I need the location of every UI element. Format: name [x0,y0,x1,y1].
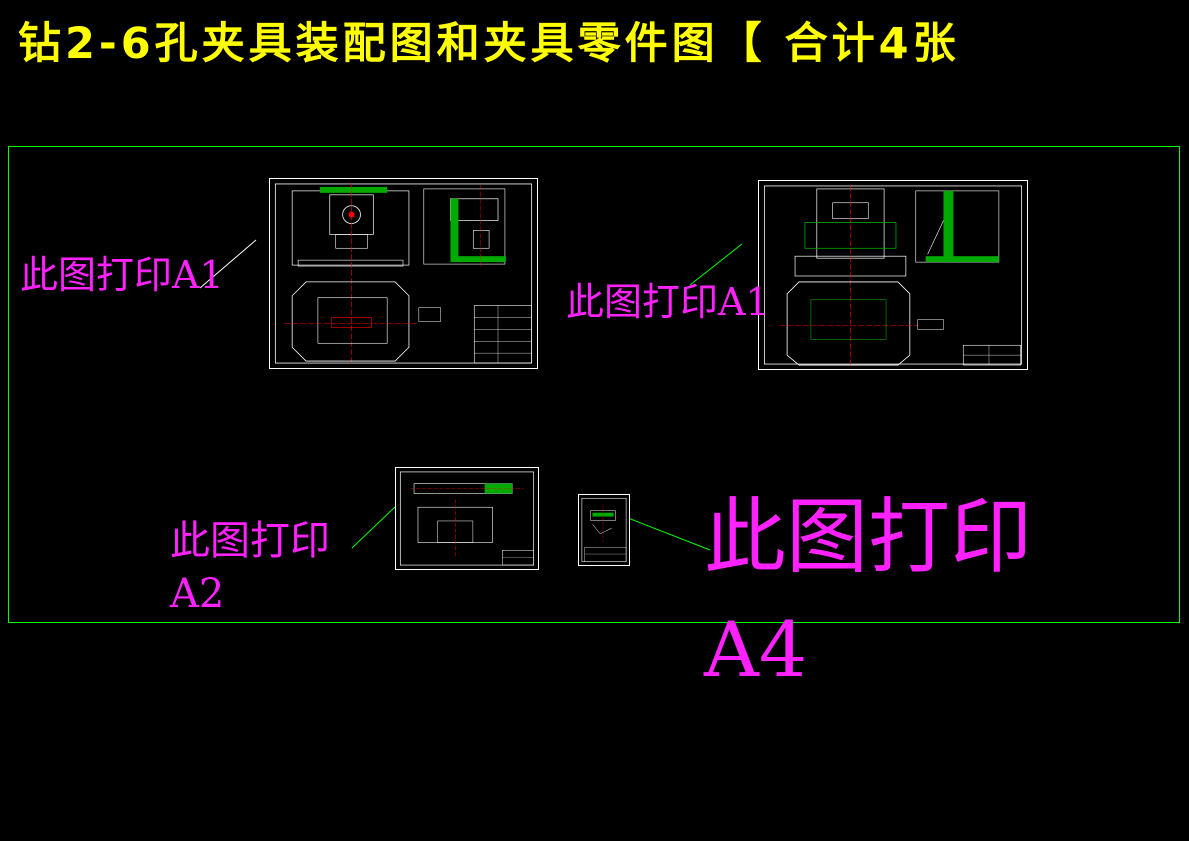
print-label-a2-line1: 此图打印 [170,518,330,564]
sheet-part-drawing-a4[interactable] [578,494,630,566]
print-label-a1-right: 此图打印A1 [566,280,770,324]
drawing-title: 钻2-6孔夹具装配图和夹具零件图【 合计4张 [18,19,960,69]
sheet-assembly-drawing-1[interactable] [269,178,538,369]
print-label-a1-left: 此图打印A1 [20,253,224,297]
print-label-a2-line2: A2 [170,571,225,617]
print-group-frame[interactable] [8,146,1180,623]
sheet-3-graphics [399,471,535,566]
sheet-part-drawing-a2[interactable] [395,467,539,570]
print-label-a4-line2: A4 [704,605,808,694]
print-label-a4-line1: 此图打印 [704,490,1033,585]
sheet-2-graphics [763,184,1023,366]
sheet-assembly-drawing-2[interactable] [758,180,1028,370]
sheet-1-graphics [274,182,533,366]
sheet-4-graphics [581,497,627,563]
